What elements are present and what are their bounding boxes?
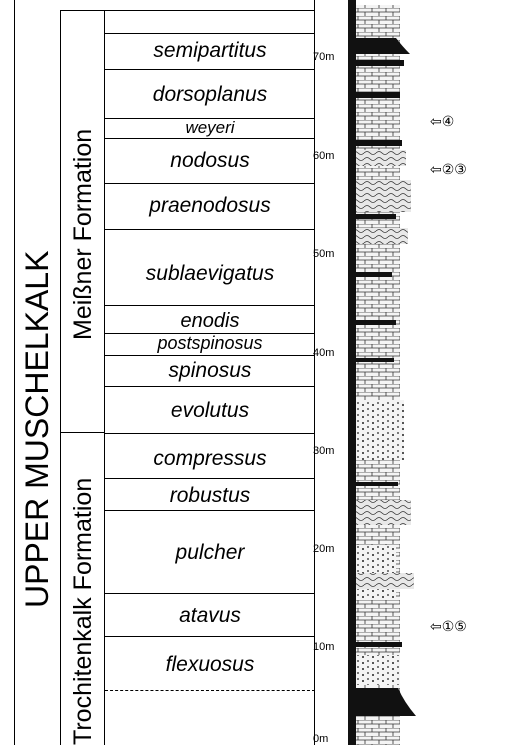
sample-marker-label: ①⑤ bbox=[441, 618, 467, 634]
mudstone-bed bbox=[356, 92, 400, 98]
sample-marker: ⇦②③ bbox=[430, 161, 467, 178]
zone-boundary bbox=[105, 138, 315, 139]
zone-label: nodosus bbox=[170, 149, 250, 172]
left-arrow-icon: ⇦ bbox=[430, 618, 442, 634]
sample-marker: ⇦④ bbox=[430, 113, 454, 130]
zone-boundary bbox=[105, 69, 315, 70]
zone-label: sublaevigatus bbox=[145, 262, 275, 285]
mudstone-bed bbox=[356, 320, 396, 325]
wavy-bed bbox=[356, 228, 408, 244]
depth-tick-label: 70m bbox=[313, 51, 335, 63]
zone-boundary bbox=[105, 510, 315, 511]
zone-label: robustus bbox=[169, 484, 251, 507]
mudstone-bed bbox=[356, 272, 392, 277]
left-arrow-icon: ⇦ bbox=[430, 113, 442, 129]
zone-label: weyeri bbox=[185, 118, 235, 137]
zone-label: spinosus bbox=[168, 359, 252, 382]
group-label: UPPER MUSCHELKALK bbox=[19, 250, 55, 608]
zone-boundary bbox=[105, 333, 315, 334]
zone-boundary bbox=[105, 433, 315, 434]
depth-tick-label: 20m bbox=[313, 543, 335, 555]
zone-boundary bbox=[105, 386, 315, 387]
mudstone-bed bbox=[356, 38, 410, 54]
zone-boundary bbox=[105, 355, 315, 356]
formation-label-meissner: Meißner Formation bbox=[69, 128, 97, 340]
depth-tick-label: 30m bbox=[313, 445, 335, 457]
zone-boundary bbox=[105, 636, 315, 637]
sample-marker-label: ④ bbox=[441, 113, 455, 129]
zone-label: dorsoplanus bbox=[152, 83, 268, 106]
oolite-bed bbox=[356, 545, 396, 600]
zone-boundary-dashed bbox=[105, 690, 315, 691]
zone-label: evolutus bbox=[170, 399, 250, 422]
depth-tick-label: 40m bbox=[313, 347, 335, 359]
wavy-bed bbox=[356, 180, 411, 212]
mudstone-bed bbox=[356, 358, 394, 362]
wavy-bed bbox=[356, 500, 411, 525]
zone-boundary bbox=[105, 305, 315, 306]
formation-boundary bbox=[60, 432, 105, 433]
zone-label: enodis bbox=[180, 310, 240, 332]
mudstone-bed bbox=[356, 140, 402, 146]
depth-tick-label: 10m bbox=[313, 641, 335, 653]
frame-group-divider bbox=[60, 10, 61, 745]
depth-tick-label: 50m bbox=[313, 248, 335, 260]
depth-tick-label: 60m bbox=[313, 150, 335, 162]
zone-boundary bbox=[105, 593, 315, 594]
zone-label: atavus bbox=[179, 604, 241, 627]
lithology-log bbox=[348, 0, 416, 745]
mudstone-bed bbox=[356, 214, 396, 219]
formation-label-trochitenkalk: Trochitenkalk Formation bbox=[69, 477, 97, 745]
zone-boundary bbox=[105, 183, 315, 184]
zone-boundary bbox=[105, 478, 315, 479]
mudstone-bed bbox=[356, 60, 404, 66]
sample-marker-label: ②③ bbox=[441, 161, 467, 177]
wavy-bed bbox=[356, 150, 406, 166]
zone-label: compressus bbox=[153, 447, 267, 470]
depth-tick-label: 0m bbox=[313, 733, 329, 745]
zone-label: semipartitus bbox=[153, 39, 267, 62]
zone-boundary bbox=[105, 229, 315, 230]
oolite-bed bbox=[356, 655, 400, 685]
left-arrow-icon: ⇦ bbox=[430, 161, 442, 177]
zone-label: praenodosus bbox=[149, 194, 271, 217]
frame-top bbox=[60, 10, 315, 11]
zone-label: postspinosus bbox=[157, 333, 263, 353]
black-base-column bbox=[348, 0, 356, 745]
wavy-bed bbox=[356, 573, 414, 589]
mudstone-bed bbox=[356, 642, 402, 647]
mudstone-bed bbox=[356, 482, 398, 486]
zone-label: pulcher bbox=[175, 541, 245, 564]
frame-right bbox=[314, 0, 315, 745]
frame-formation-divider bbox=[104, 10, 105, 745]
frame-left bbox=[14, 0, 15, 745]
zone-boundary bbox=[105, 118, 315, 119]
limestone-column bbox=[356, 5, 400, 745]
oolite-bed bbox=[356, 400, 404, 460]
zone-label: flexuosus bbox=[165, 653, 255, 676]
zone-boundary bbox=[105, 33, 315, 34]
sample-marker: ⇦①⑤ bbox=[430, 618, 467, 635]
mudstone-bed bbox=[356, 688, 416, 716]
